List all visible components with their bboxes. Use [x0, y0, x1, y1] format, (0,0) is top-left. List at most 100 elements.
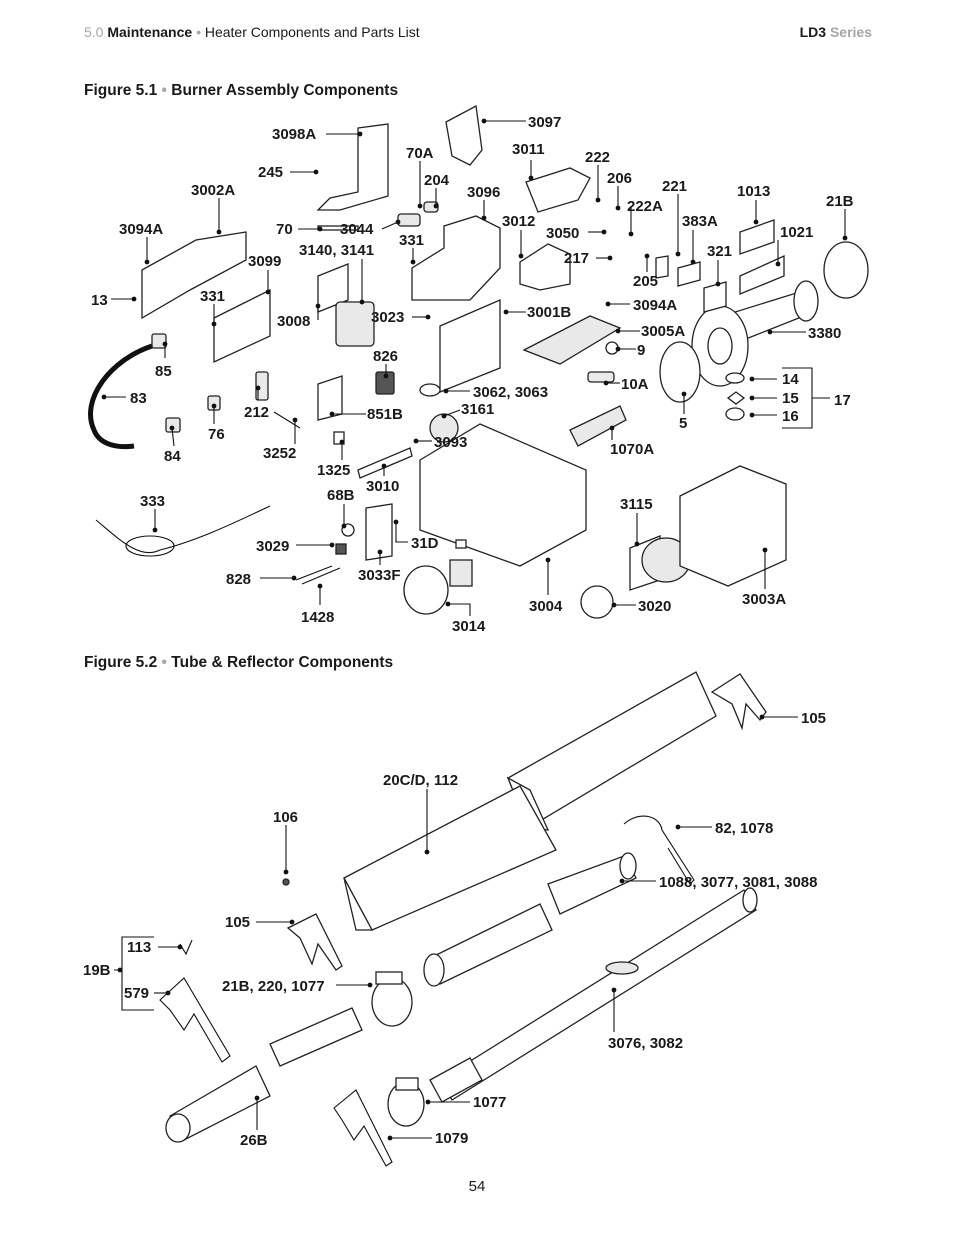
part-tube-1088: [547, 855, 637, 915]
callout-3023: 3023: [371, 309, 404, 326]
part-3076-tube-end: [742, 887, 758, 913]
running-header-left: 5.0 Maintenance • Heater Components and …: [84, 24, 420, 40]
callout-3029: 3029: [256, 538, 289, 555]
part-3014-ring: [403, 565, 449, 615]
subsection-name: Heater Components and Parts List: [204, 24, 420, 40]
callout-333: 333: [140, 493, 165, 510]
part-1013-bracket: [739, 219, 775, 255]
callout-3004: 3004: [529, 598, 563, 615]
callout-221: 221: [662, 178, 687, 195]
figure-1-parts: [88, 104, 869, 619]
callout-26b: 26B: [240, 1132, 268, 1149]
part-1079-hanger: [333, 1089, 393, 1167]
callout-106: 106: [273, 809, 298, 826]
section-name: Maintenance: [107, 24, 193, 40]
part-1070a-burner: [569, 405, 627, 447]
part-106: [282, 878, 290, 886]
part-31d: [455, 539, 467, 549]
part-85-fitting: [151, 333, 167, 349]
callout-3115: 3115: [620, 496, 653, 513]
callout-105-left: 105: [225, 914, 250, 931]
part-3010-rail: [357, 447, 413, 479]
part-tube-1088-end: [619, 852, 637, 880]
callout-3099: 3099: [248, 253, 281, 270]
callout-3011: 3011: [512, 141, 545, 158]
callout-83: 83: [130, 390, 147, 407]
callout-70a: 70A: [406, 145, 434, 162]
figure-2-number: Figure 5.2: [84, 654, 158, 671]
callout-1088-group: 1088, 3077, 3081, 3088: [659, 874, 817, 891]
callout-15: 15: [782, 390, 799, 407]
part-333-cord: [95, 505, 271, 554]
part-10a-orifice: [587, 371, 615, 383]
callout-851b: 851B: [367, 406, 403, 423]
callout-10a: 10A: [621, 376, 649, 393]
callout-383a: 383A: [682, 213, 718, 230]
callout-331-left: 331: [200, 288, 225, 305]
callout-205: 205: [633, 273, 658, 290]
part-3099-plate: [213, 288, 271, 364]
part-3001b-panel: [439, 299, 501, 393]
callout-3094a-left: 3094A: [119, 221, 163, 238]
callout-212: 212: [244, 404, 269, 421]
callout-113: 113: [127, 939, 151, 956]
callout-16: 16: [782, 408, 799, 425]
callout-1079: 1079: [435, 1130, 468, 1147]
part-3011-cover: [525, 167, 591, 213]
part-3005a-tray: [522, 315, 622, 365]
callout-3161: 3161: [461, 401, 494, 418]
page-number: 54: [468, 1178, 486, 1195]
part-3044-fitting: [397, 213, 421, 227]
part-1325: [333, 431, 345, 445]
part-3096-housing: [411, 215, 501, 301]
callout-3008: 3008: [277, 313, 310, 330]
part-3033f-plate: [365, 503, 393, 561]
callout-21b: 21B: [826, 193, 854, 210]
callout-1077: 1077: [473, 1094, 506, 1111]
figure-1-separator: •: [161, 82, 167, 99]
part-321-plate: [703, 281, 727, 313]
callout-3076-3082: 3076, 3082: [608, 1035, 683, 1052]
part-3098a-bracket: [316, 123, 389, 211]
part-tube-stub: [429, 1057, 483, 1103]
figure-2-parts: [159, 671, 767, 1167]
callout-206: 206: [607, 170, 632, 187]
figure-1-number: Figure 5.1: [84, 82, 158, 99]
figure-1-title: Figure 5.1 • Burner Assembly Components: [84, 82, 398, 100]
callout-3050: 3050: [546, 225, 579, 242]
part-3003a-cover: [679, 465, 787, 587]
running-header-right: LD3 Series: [800, 24, 872, 40]
part-3097-cover: [445, 104, 483, 166]
callout-217: 217: [564, 250, 589, 267]
callout-3098a: 3098A: [272, 126, 316, 143]
part-reflector-lower: [343, 785, 557, 931]
figure-2-separator: •: [161, 654, 167, 671]
callout-3005a: 3005A: [641, 323, 685, 340]
part-3062-ring: [419, 383, 441, 397]
callout-321: 321: [707, 243, 732, 260]
part-3380-tube-end: [793, 280, 819, 322]
part-3014-screen: [449, 559, 473, 587]
part-383a-plate: [677, 261, 701, 287]
callout-3002a: 3002A: [191, 182, 235, 199]
part-3076-tube-port: [605, 961, 639, 975]
callout-3010: 3010: [366, 478, 399, 495]
callout-826: 826: [373, 348, 398, 365]
part-3029: [335, 543, 347, 555]
callout-21b-220-1077: 21B, 220, 1077: [222, 978, 325, 995]
callout-1070a: 1070A: [610, 441, 654, 458]
callout-3380: 3380: [808, 325, 841, 342]
callout-17: 17: [834, 392, 851, 409]
part-105-end-cap-right: [710, 673, 767, 731]
part-3076-tube: [439, 889, 757, 1101]
figure-2-callouts: 105 20C/D, 112 106 82, 1078 1088, 3077, …: [83, 710, 826, 1149]
part-3020-plate: [580, 585, 614, 619]
part-26b-tube-end: [165, 1113, 191, 1143]
callout-70: 70: [276, 221, 293, 238]
part-1077-clamp-tab: [395, 1077, 419, 1091]
callout-204: 204: [424, 172, 450, 189]
part-5-gasket: [659, 341, 701, 403]
callout-31d: 31D: [411, 535, 439, 552]
callout-828: 828: [226, 571, 251, 588]
